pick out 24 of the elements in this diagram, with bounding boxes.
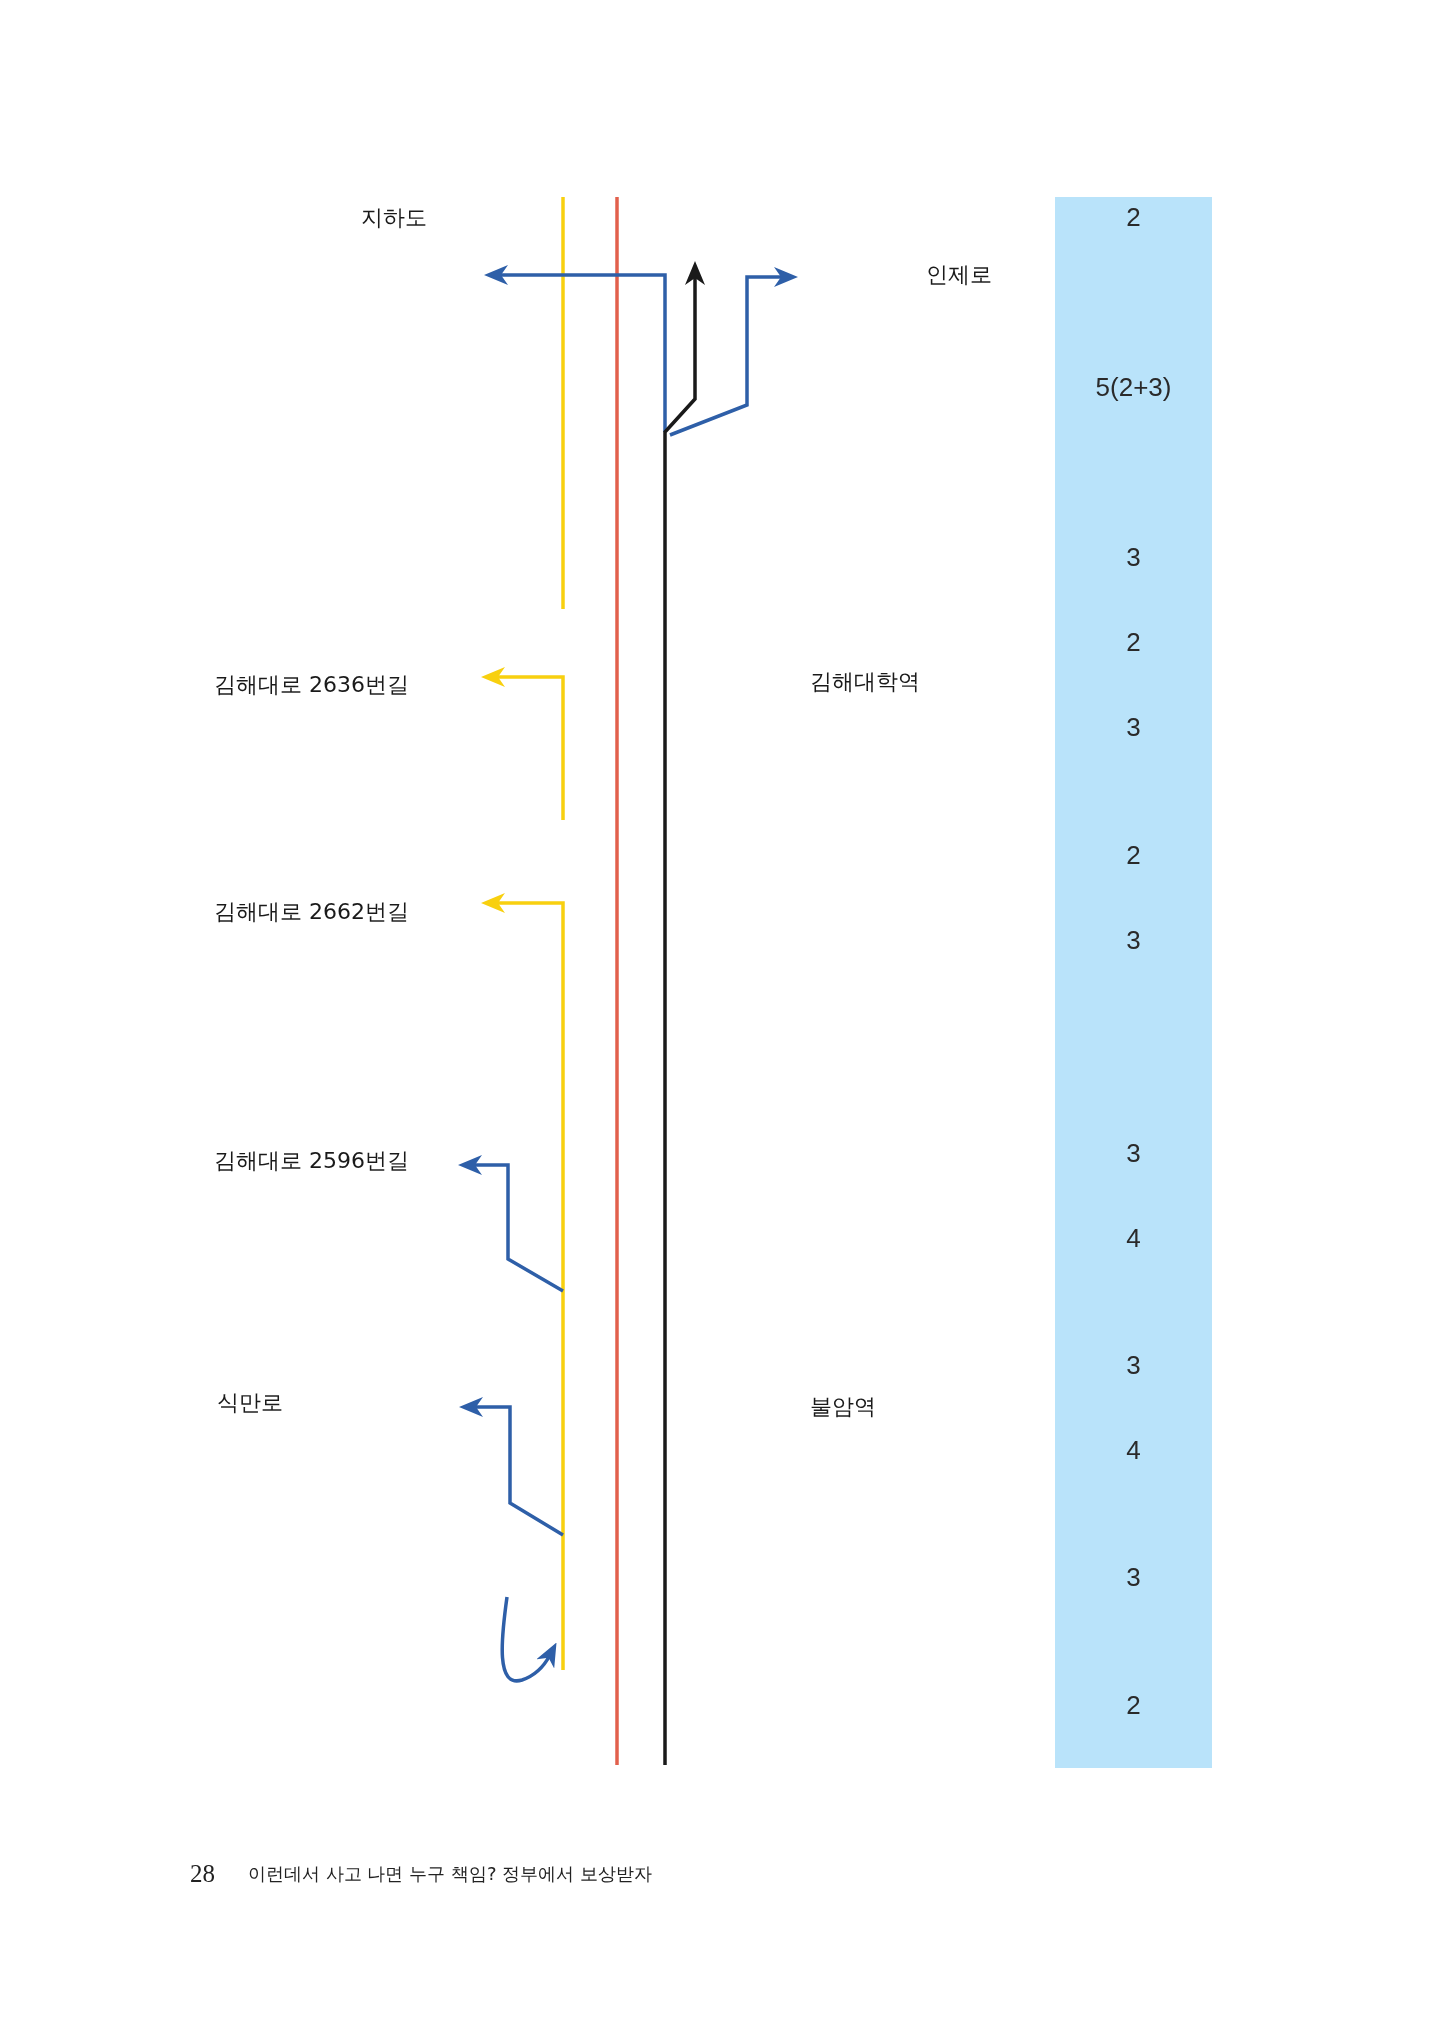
lane-count: 3 [1126, 925, 1141, 955]
road-name: 김해대로 2662번길 [214, 898, 409, 926]
road-name: 인제로 [926, 261, 992, 289]
lane-count: 4 [1126, 1223, 1141, 1253]
lane-count: 2 [1126, 202, 1141, 232]
page-number: 28 [190, 1859, 215, 1889]
lane-count: 3 [1126, 1562, 1141, 1592]
road-name: 김해대로 2596번길 [214, 1147, 409, 1175]
station-name: 김해대학역 [810, 668, 920, 696]
lane-count: 3 [1126, 712, 1141, 742]
lane-count: 4 [1126, 1435, 1141, 1465]
station-name: 불암역 [810, 1393, 876, 1421]
lane-count: 2 [1126, 1690, 1141, 1720]
lane-count-band [1055, 197, 1212, 1768]
lane-count: 2 [1126, 840, 1141, 870]
place-label: 지하도 [361, 204, 427, 232]
road-name: 김해대로 2636번길 [214, 671, 409, 699]
page-title: 이런데서 사고 나면 누구 책임? 정부에서 보상받자 [248, 1862, 652, 1886]
lane-count: 2 [1126, 627, 1141, 657]
lane-count: 3 [1126, 542, 1141, 572]
lane-count: 3 [1126, 1138, 1141, 1168]
lane-count: 5(2+3) [1095, 372, 1172, 402]
lane-count: 3 [1126, 1350, 1141, 1380]
road-name: 식만로 [217, 1389, 283, 1417]
